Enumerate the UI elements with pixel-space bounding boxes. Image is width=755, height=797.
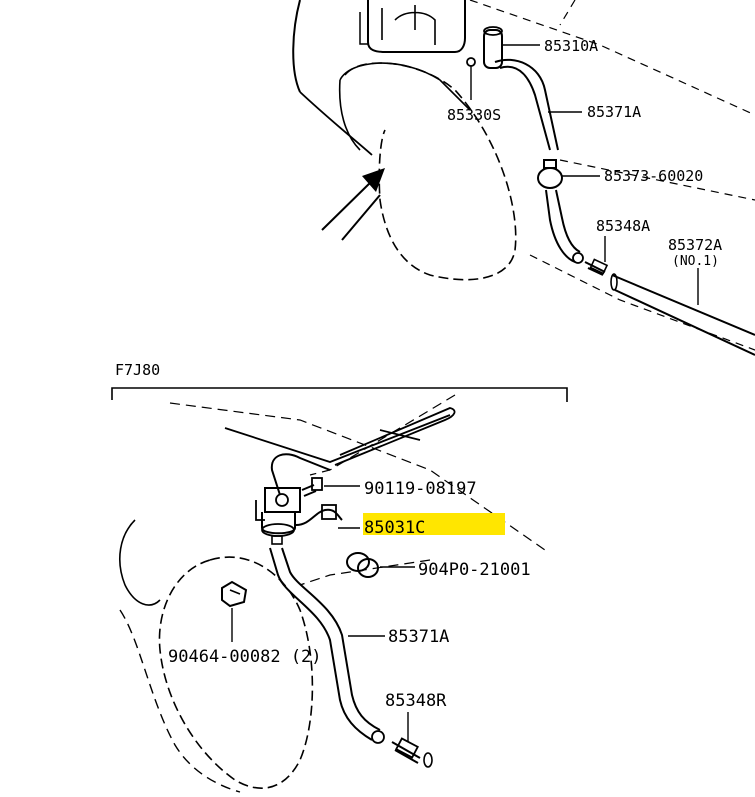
pump-85310 xyxy=(483,29,503,69)
long-hose-b xyxy=(614,289,755,356)
connector-85348-tip xyxy=(423,752,433,768)
pointer-arrow-shaft xyxy=(321,177,381,241)
ghost-line-3 xyxy=(559,159,755,201)
label-90464: 90464-00082 (2) xyxy=(168,647,322,667)
hose-bottom-b xyxy=(281,547,381,731)
pump-cap xyxy=(483,26,503,36)
bracket-arm xyxy=(270,453,331,496)
reservoir-details xyxy=(381,5,436,45)
ghost-line-2 xyxy=(559,0,576,26)
clip-90464-detail xyxy=(229,589,241,595)
pump-mount xyxy=(264,487,301,513)
wire-harness xyxy=(295,508,343,526)
body-line-b1 xyxy=(224,414,451,463)
hose-top-a xyxy=(499,65,551,151)
hose-lower-a xyxy=(545,189,576,263)
grommet-904p0-face xyxy=(357,558,379,578)
label-85372-note: (NO.1) xyxy=(672,254,719,269)
connector-85348-bottom xyxy=(391,741,421,764)
body-line-b3 xyxy=(379,429,421,441)
ghost-line-b2 xyxy=(309,394,456,476)
clip-90464 xyxy=(221,580,248,608)
connector-85348-body xyxy=(395,737,419,759)
label-85372: 85372A xyxy=(668,236,722,254)
check-valve xyxy=(537,167,563,189)
section-label: F7J80 xyxy=(115,361,160,379)
label-904p0: 904P0-21001 xyxy=(418,560,531,580)
connector-body xyxy=(589,258,609,275)
pump-85031 xyxy=(261,512,296,535)
pump-outlet xyxy=(271,535,283,545)
label-90119: 90119-08197 xyxy=(364,479,477,499)
hose-top-b xyxy=(494,58,559,151)
check-valve-top xyxy=(543,159,557,169)
body-outline-curve xyxy=(299,91,373,156)
fender-edge-bottom xyxy=(119,519,161,606)
hose-bottom-a xyxy=(269,547,373,741)
label-85031: 85031C xyxy=(364,518,425,538)
tire-outline-top xyxy=(344,62,517,281)
hose-lower-b xyxy=(555,189,581,253)
highlight-85031 xyxy=(363,513,505,535)
ghost-line-1 xyxy=(469,0,755,116)
label-85348-top: 85348A xyxy=(596,217,650,235)
pump-mount-hole xyxy=(275,493,289,507)
label-85371-top: 85371A xyxy=(587,103,641,121)
bottom-assembly: 90119-08197 85031C 904P0-21001 85371A 90… xyxy=(119,394,546,793)
hose-end xyxy=(572,252,584,264)
pump-clip xyxy=(255,500,265,521)
grommet-85330 xyxy=(466,57,476,67)
connector-85348-top xyxy=(584,261,606,276)
label-85330: 85330S xyxy=(447,106,501,124)
section-f7j80: F7J80 xyxy=(111,361,568,402)
label-85371-bottom: 85371A xyxy=(388,627,449,647)
label-85348-bottom: 85348R xyxy=(385,691,447,711)
label-85373: 85373-60020 xyxy=(604,167,703,185)
reservoir-tank xyxy=(367,0,466,53)
body-outline-top xyxy=(292,0,301,93)
fender-edge-top xyxy=(338,62,471,151)
wire-connector xyxy=(321,504,337,520)
long-hose-end xyxy=(610,273,618,291)
bolt-90119-head xyxy=(311,477,323,491)
tire-outline-bottom xyxy=(158,556,314,789)
wheel-well-dashed xyxy=(119,609,241,793)
section-bracket xyxy=(111,387,568,402)
ghost-line-b3 xyxy=(299,559,431,586)
top-assembly: 85310A 85330S 85371A 85373-60020 85348A … xyxy=(292,0,755,356)
hose-bottom-end xyxy=(371,730,385,744)
body-line-b2 xyxy=(334,407,456,466)
reservoir-bracket xyxy=(359,12,368,45)
label-85310: 85310A xyxy=(544,37,598,55)
pointer-arrow-head xyxy=(362,168,385,192)
long-hose-a xyxy=(611,274,755,336)
